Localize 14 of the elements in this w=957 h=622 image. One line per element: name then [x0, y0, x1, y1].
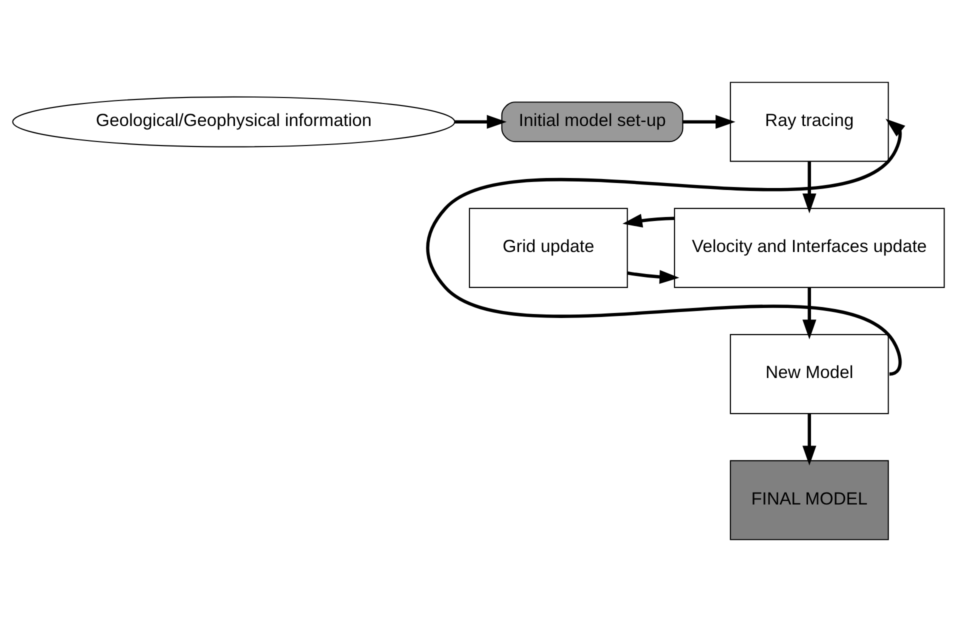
arrow: [683, 114, 736, 129]
arrow: [802, 288, 816, 340]
node-box: Velocity and Interfaces update: [674, 208, 945, 288]
arrow: [802, 414, 816, 466]
node-box: Ray tracing: [730, 82, 889, 162]
arrow: [455, 114, 507, 129]
node-box: FINAL MODEL: [730, 460, 889, 540]
arrow: [802, 161, 816, 214]
node-box: New Model: [730, 334, 889, 414]
arrow: [622, 214, 674, 228]
node-box: Initial model set-up: [501, 102, 684, 142]
node-box: Grid update: [468, 208, 628, 288]
arrow: [627, 270, 680, 284]
node-ellipse: Geological/Geophysical information: [12, 96, 456, 148]
